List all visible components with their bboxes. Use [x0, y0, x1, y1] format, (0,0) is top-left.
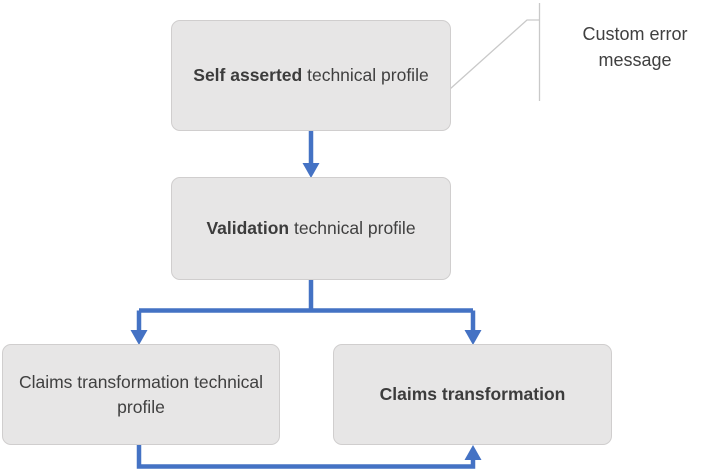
arrowhead-to-claims-transformation: [464, 330, 482, 345]
node-claims-transformation[interactable]: Claims transformation: [333, 344, 612, 445]
node-claims-transformation-tp-label: Claims transformation technical profile: [17, 370, 265, 418]
node-self-asserted-label-rest: technical profile: [302, 65, 429, 86]
arrow-validation-branch: [130, 280, 482, 345]
arrow-self-asserted-to-validation: [302, 131, 320, 178]
node-claims-transformation-label-bold: Claims transformation: [379, 384, 566, 405]
arrowhead-to-claims-transformation-tp: [130, 330, 148, 345]
node-claims-transformation-technical-profile[interactable]: Claims transformation technical profile: [2, 344, 280, 445]
node-validation-technical-profile[interactable]: Validation technical profile: [171, 177, 451, 280]
node-claims-transformation-tp-label-rest: Claims transformation technical profile: [18, 372, 264, 417]
node-self-asserted-label-bold: Self asserted: [193, 65, 303, 86]
node-self-asserted-label: Self asserted technical profile: [186, 63, 436, 87]
arrow-claims-tp-to-claims-transformation: [136, 445, 482, 469]
callout-leader-group: [449, 3, 541, 101]
node-validation-label-rest: technical profile: [289, 218, 416, 239]
callout-leader-line: [449, 19, 539, 90]
node-validation-label: Validation technical profile: [186, 216, 436, 240]
node-claims-transformation-label: Claims transformation: [348, 382, 597, 406]
node-self-asserted-technical-profile[interactable]: Self asserted technical profile: [171, 20, 451, 131]
node-validation-label-bold: Validation: [206, 218, 290, 239]
callout-line-2: message: [598, 49, 672, 70]
callout-line-1: Custom error: [582, 24, 688, 44]
callout-custom-error-message: Custom error message: [552, 22, 718, 73]
